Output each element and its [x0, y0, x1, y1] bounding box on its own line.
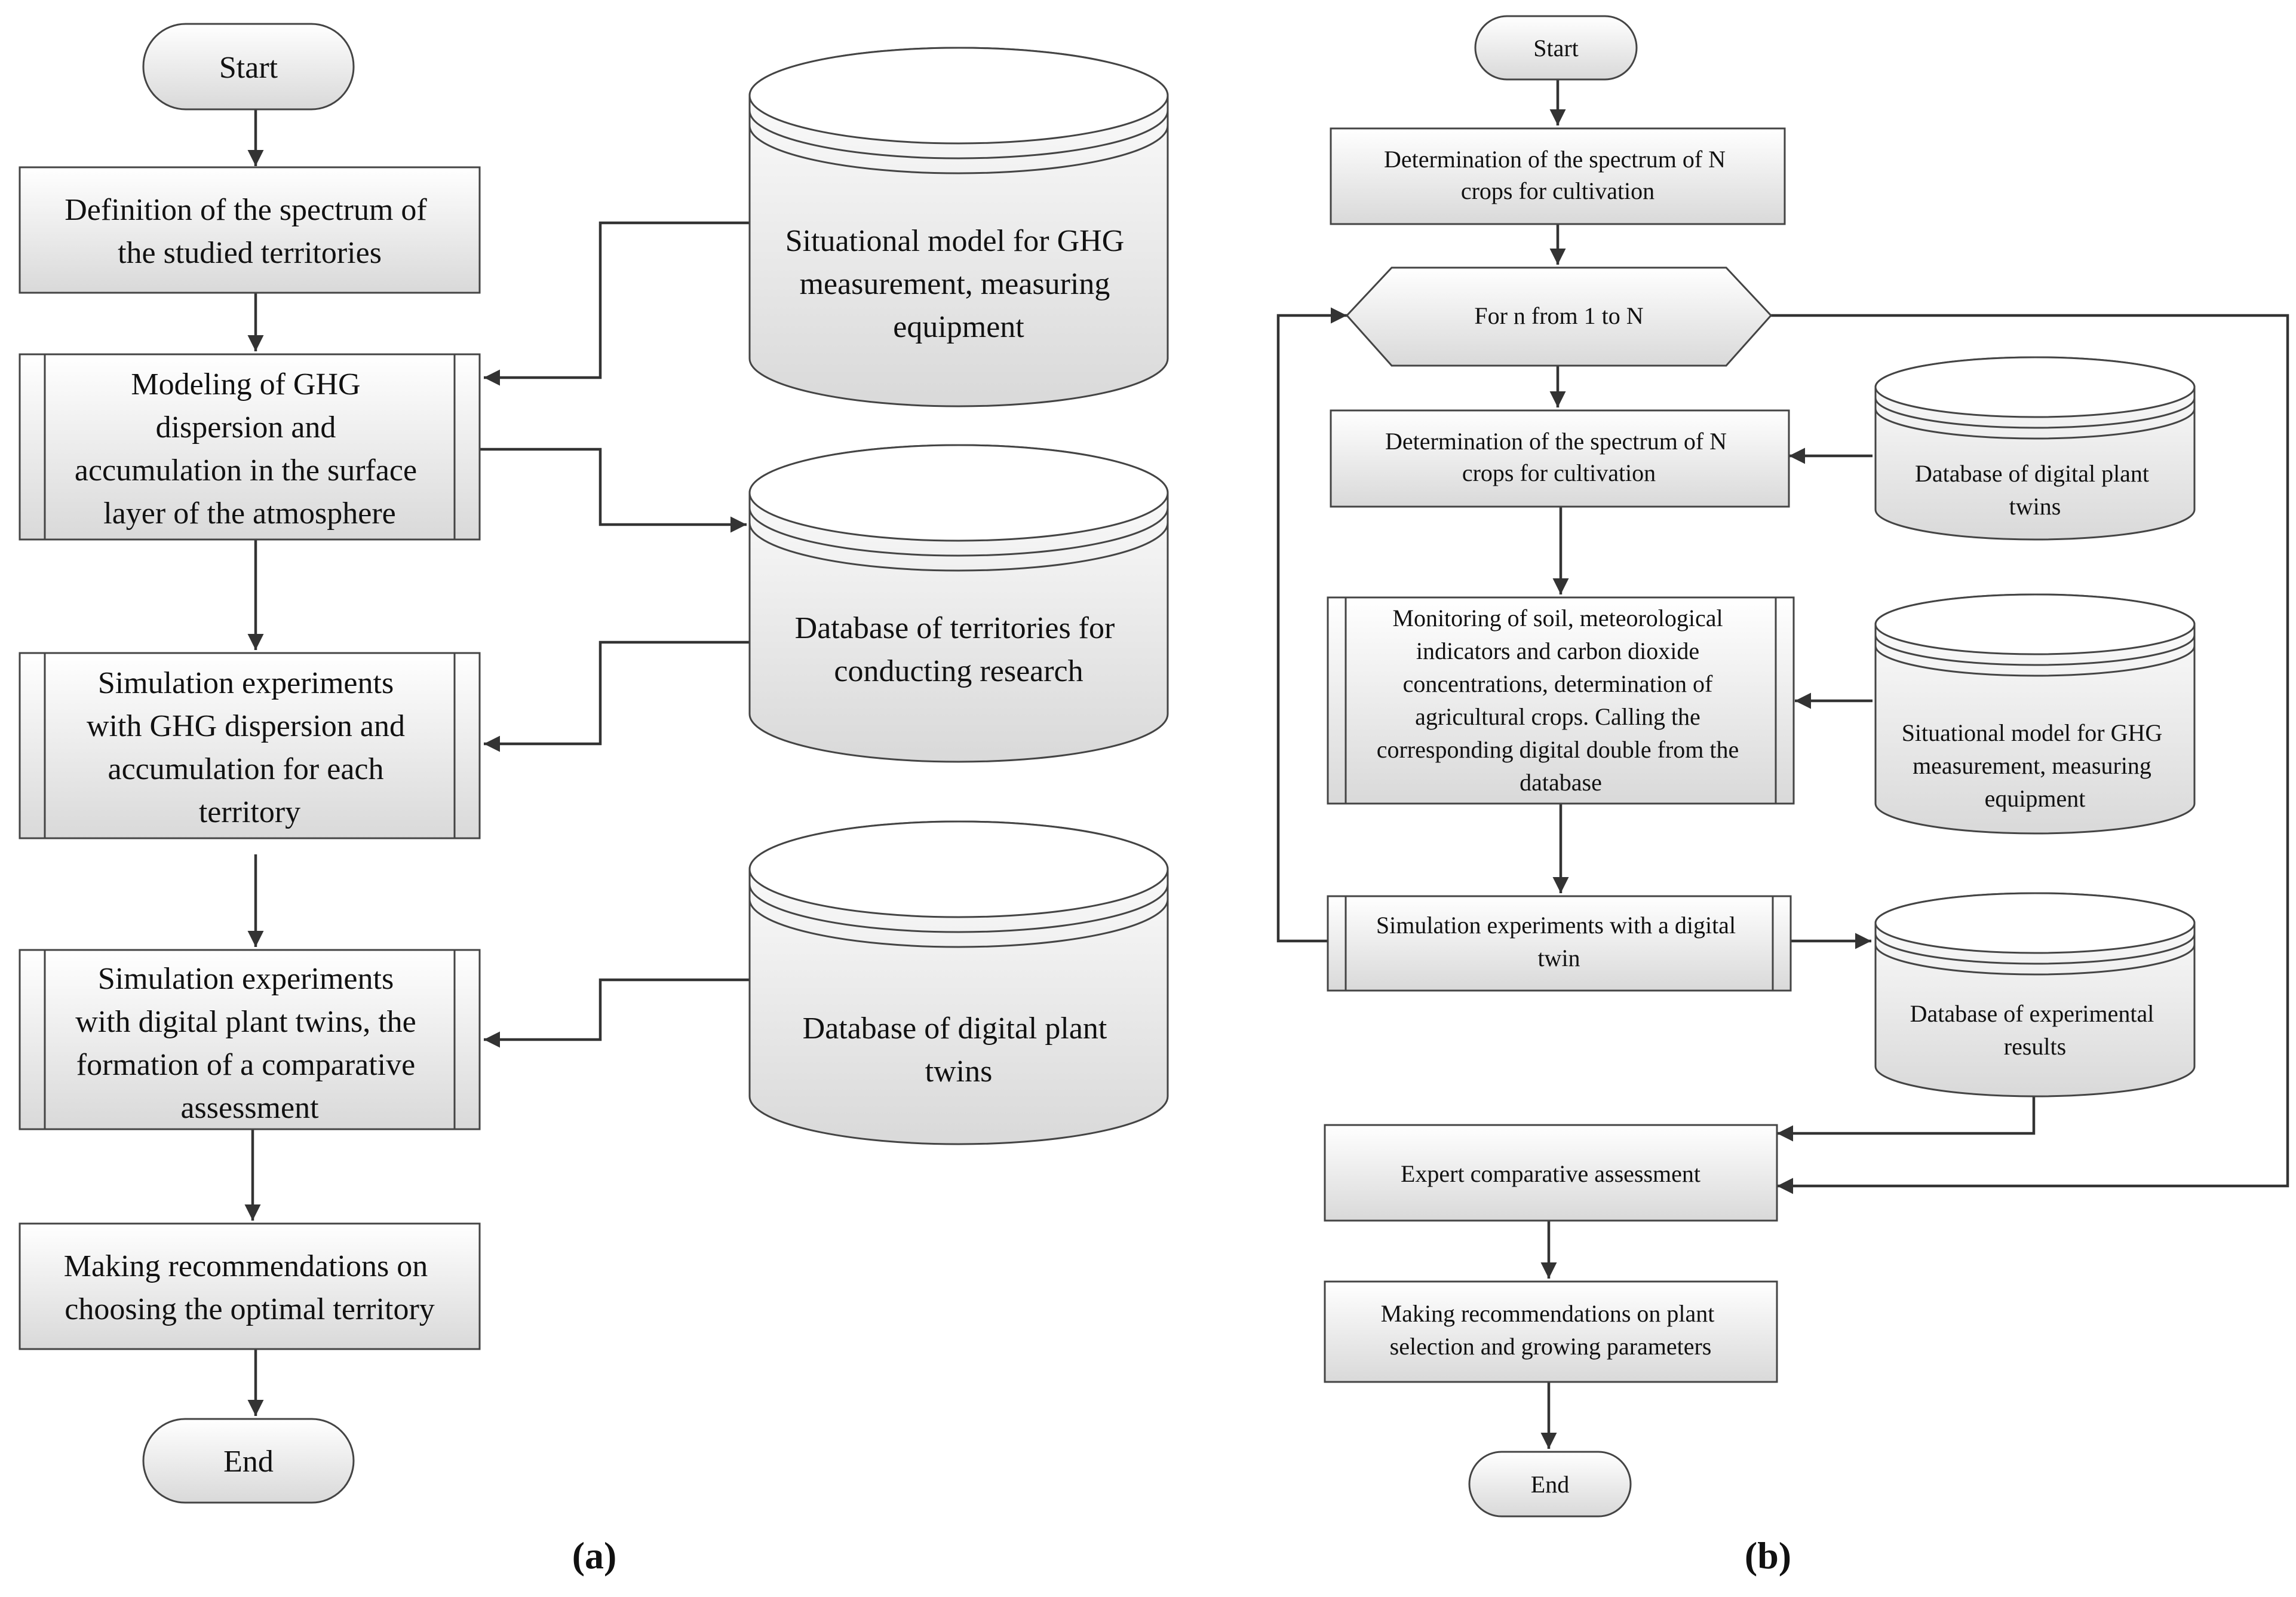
step-determination-inner-box: [1330, 409, 1790, 508]
step-expert-box: [1324, 1124, 1778, 1222]
step-definition-box: [19, 166, 481, 294]
arrow-territories-db-to-sim-ghg: [484, 640, 750, 752]
arrow-modeling-to-territories-db: [478, 447, 747, 533]
step-sim-twins-label: Simulation experiments with digital plan…: [75, 962, 424, 1125]
db-plant-twins-label: Database of digital plant twins: [803, 1011, 1115, 1089]
end-terminator-b: [1468, 1451, 1632, 1518]
panel-b-connectors: [1276, 79, 2289, 1449]
loop-label: For n from 1 to N: [1474, 302, 1643, 329]
panel-b: Start End Determination of the spectrum …: [1276, 15, 2289, 1577]
panel-a-caption: (a): [572, 1534, 617, 1577]
step-determination-box: [1330, 127, 1786, 225]
step-definition-label: Definition of the spectrum of the studie…: [65, 193, 435, 270]
db-situational-model: Situational model for GHG measurement, m…: [748, 47, 1169, 407]
start-terminator-b: [1474, 15, 1638, 81]
arrow-situational-model-to-modeling: [484, 221, 750, 386]
step-simulation-label: Simulation experiments with a digital tw…: [1376, 912, 1742, 971]
db-situational-model-b: Situational model for GHG measurement, m…: [1874, 593, 2196, 835]
panel-a: Start End Definition of the spectrum of …: [19, 23, 1169, 1577]
end-label: End: [223, 1445, 274, 1479]
start-label-b: Start: [1533, 35, 1579, 62]
db-plant-twins-b: Database of digital plant twins: [1874, 356, 2196, 541]
db-plant-twins: Database of digital plant twins: [748, 820, 1169, 1145]
arrow-db-results-to-expert: [1777, 1096, 2036, 1142]
step-sim-ghg-label: Simulation experiments with GHG dispersi…: [87, 666, 413, 829]
panel-b-caption: (b): [1745, 1534, 1791, 1577]
db-territories-label: Database of territories for conducting r…: [795, 611, 1123, 688]
end-terminator: [142, 1418, 355, 1504]
db-plant-twins-b-label: Database of digital plant twins: [1915, 460, 2155, 520]
start-label: Start: [219, 51, 278, 85]
step-modeling-label: Modeling of GHG dispersion and accumulat…: [75, 367, 425, 531]
loop-hexagon: [1345, 266, 1773, 367]
step-recommend-box-b: [1324, 1280, 1778, 1383]
end-label-b: End: [1531, 1471, 1569, 1498]
db-experimental-results-label: Database of experimental results: [1910, 1000, 2160, 1060]
panel-a-connectors: [244, 109, 750, 1416]
step-determination-label: Determination of the spectrum of N crops…: [1384, 146, 1732, 204]
db-situational-model-b-label: Situational model for GHG measurement, m…: [1902, 719, 2169, 812]
step-monitoring-label: Monitoring of soil, meteorological indic…: [1377, 605, 1745, 796]
start-terminator: [142, 23, 355, 111]
db-territories: Database of territories for conducting r…: [748, 444, 1169, 763]
step-recommend-label-b: Making recommendations on plant selectio…: [1381, 1300, 1721, 1360]
db-experimental-results: Database of experimental results: [1874, 892, 2196, 1098]
step-sim-twins-box: [19, 949, 481, 1130]
db-situational-model-label: Situational model for GHG measurement, m…: [785, 224, 1132, 344]
step-determination-inner-label: Determination of the spectrum of N crops…: [1385, 428, 1733, 486]
arrow-plant-twins-db-to-sim-twins: [484, 978, 750, 1048]
step-recommend-label: Making recommendations on choosing the o…: [64, 1249, 435, 1326]
arrow-loop-back: [1276, 307, 1347, 943]
step-monitoring-box: [1327, 596, 1795, 805]
arrow-loop-exit: [1771, 314, 2289, 1194]
step-modeling-box: [19, 353, 481, 541]
step-simulation-box: [1327, 895, 1792, 992]
step-recommend-box: [19, 1222, 481, 1350]
step-sim-ghg-box: [19, 652, 481, 839]
step-expert-label: Expert comparative assessment: [1401, 1160, 1700, 1187]
